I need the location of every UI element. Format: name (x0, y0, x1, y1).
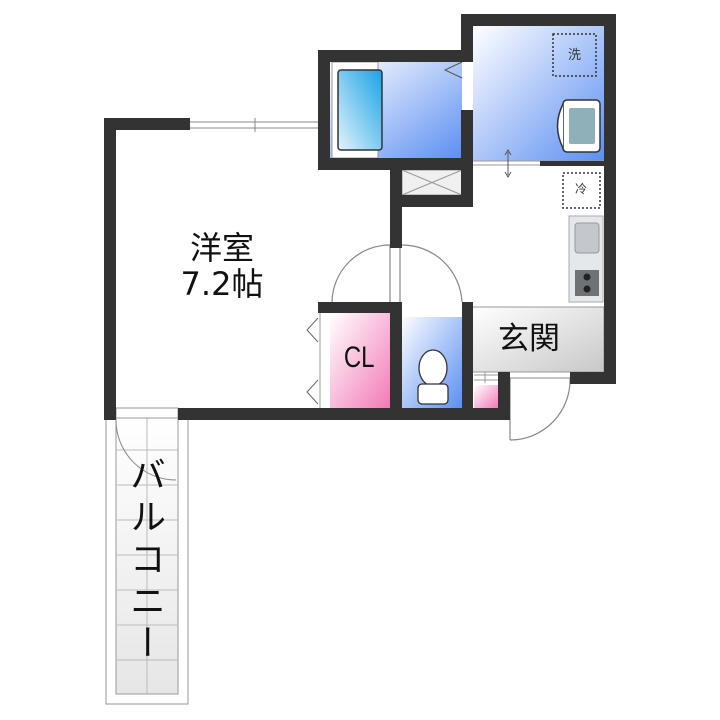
closet-floor (330, 313, 390, 408)
washer-space (552, 33, 597, 77)
western-room-size: 7.2帖 (180, 265, 264, 303)
sink-icon (574, 222, 600, 254)
shoe-cabinet (474, 385, 498, 408)
entrance-floor (471, 306, 605, 373)
toilet-icon (418, 349, 448, 387)
bathtub-icon (337, 69, 383, 151)
western-room-label: 洋室 7.2帖 (162, 232, 282, 300)
washer-label: 洗 (568, 48, 582, 63)
balcony-label: バルコニー (124, 456, 165, 666)
walls (104, 14, 616, 420)
door-swing (331, 244, 391, 303)
closet-label: CL (343, 341, 375, 374)
window (190, 118, 318, 132)
fridge-label: 冷 (575, 182, 588, 196)
western-room-name: 洋室 (189, 229, 254, 267)
entrance-label: 玄関 (498, 321, 560, 357)
